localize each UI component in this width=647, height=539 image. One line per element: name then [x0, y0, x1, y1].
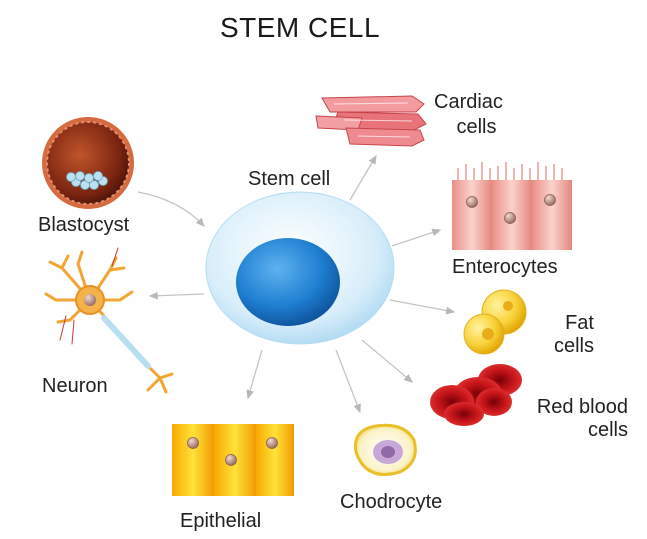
- arrow-to-red-blood: [361, 339, 413, 383]
- arrow-to-enterocytes: [391, 228, 442, 247]
- epithelial-label: Epithelial: [180, 510, 262, 532]
- chodrocyte-graphic: [353, 423, 417, 476]
- diagram-title: STEM CELL: [219, 12, 381, 43]
- neuron-label: Neuron: [42, 375, 108, 397]
- cardiac-cells-label: Cardiac cells: [434, 90, 503, 140]
- cardiac-cells-label-line1: Cardiac: [434, 91, 503, 113]
- neuron-graphic: [44, 247, 174, 394]
- arrow-to-fat: [389, 299, 456, 315]
- chodrocyte-label: Chodrocyte: [340, 491, 443, 513]
- fat-cells-label-line1: Fat: [565, 312, 594, 334]
- fat-cells-label-line2: cells: [553, 335, 594, 357]
- arrow-to-chodrocyte: [335, 349, 361, 414]
- red-blood-cells-label-line1: Red blood: [536, 396, 628, 418]
- red-blood-cells-label-line2: cells: [587, 419, 628, 441]
- stem-cell-graphic: [205, 191, 395, 345]
- cardiac-cells-graphic: [315, 95, 427, 147]
- arrow-from-blastocyst: [137, 191, 205, 227]
- cardiac-cells-label-line2: cells: [456, 116, 497, 138]
- blastocyst-graphic: [42, 117, 134, 209]
- epithelial-graphic: [172, 424, 294, 496]
- red-blood-cells-label: Red blood cells: [510, 396, 628, 442]
- stem-cell-label: Stem cell: [248, 168, 331, 190]
- red-blood-cells-graphic: [430, 364, 522, 426]
- enterocytes-graphic: [452, 162, 572, 250]
- arrow-to-cardiac: [349, 154, 377, 201]
- arrow-to-neuron: [148, 291, 205, 300]
- arrow-to-epithelial: [246, 349, 263, 400]
- arrows: [137, 154, 456, 414]
- fat-cells-graphic: [463, 289, 527, 355]
- enterocytes-label: Enterocytes: [452, 256, 558, 278]
- fat-cells-label: Fat cells: [530, 312, 594, 358]
- blastocyst-label: Blastocyst: [38, 214, 130, 236]
